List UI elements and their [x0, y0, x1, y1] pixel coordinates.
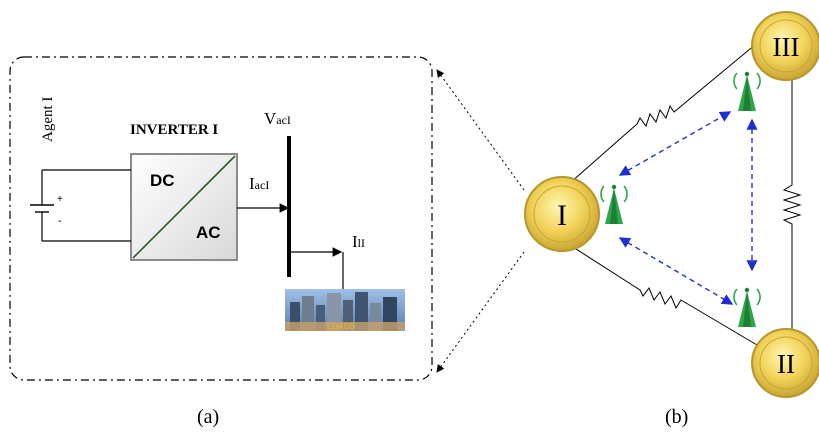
load-current-label: IlI — [352, 232, 365, 251]
agent-label: Agent I — [40, 97, 56, 142]
battery-symbol: + - — [30, 169, 131, 242]
voltage-label: VacI — [264, 109, 291, 128]
line-1-2 — [561, 239, 758, 346]
node-2: II — [751, 328, 819, 398]
panel-b: I III II (b) — [524, 11, 819, 428]
battery-minus: - — [58, 215, 62, 227]
comm-arrow-1-3 — [618, 111, 732, 176]
inverter-box: DC AC — [130, 153, 238, 261]
comm-arrow-1-2 — [618, 237, 734, 305]
node-3: III — [751, 11, 819, 81]
current-label: IacI — [249, 174, 269, 193]
battery-plus: + — [57, 194, 63, 205]
caption-b: (b) — [665, 406, 688, 428]
loads-image: LOADS — [285, 289, 405, 331]
comm-links — [618, 111, 758, 305]
ac-label: AC — [196, 223, 221, 242]
inverter-title: INVERTER I — [130, 122, 218, 138]
antenna-icon — [733, 71, 761, 111]
caption-a: (a) — [197, 406, 219, 428]
antenna-icon — [600, 184, 628, 224]
node-1-label: I — [557, 199, 567, 232]
line-3-2 — [782, 76, 802, 335]
antenna-icon — [733, 287, 761, 327]
dc-label: DC — [150, 171, 175, 190]
node-2-label: II — [777, 349, 795, 379]
loads-label: LOADS — [327, 322, 356, 331]
node-1: I — [524, 176, 600, 252]
line-1-3 — [561, 43, 757, 191]
zoom-connectors — [436, 69, 525, 373]
panel-a: Agent I INVERTER I DC AC + - IacI — [9, 56, 433, 428]
node-3-label: III — [773, 32, 800, 62]
agent-frame — [9, 56, 433, 381]
